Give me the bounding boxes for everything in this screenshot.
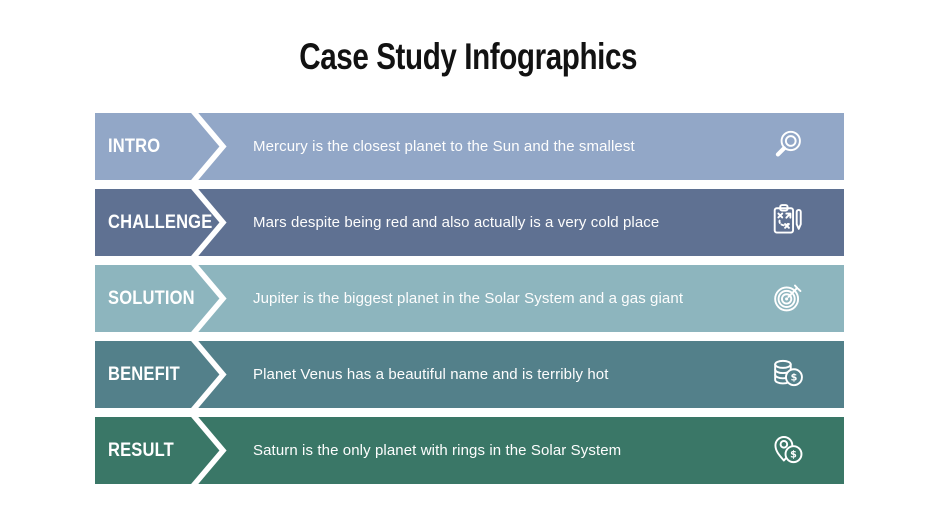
dollar-symbol: $ xyxy=(790,450,797,461)
row-result: RESULT Saturn is the only planet with ri… xyxy=(95,417,844,484)
money-location-pin-icon: $ xyxy=(766,428,810,472)
row-label: CHALLENGE xyxy=(108,211,213,233)
row-description: Mars despite being red and also actually… xyxy=(253,214,660,231)
row-label: SOLUTION xyxy=(108,287,195,309)
infographic-rows: INTRO Mercury is the closest planet to t… xyxy=(95,113,844,493)
row-description: Mercury is the closest planet to the Sun… xyxy=(253,138,635,155)
row-solution: SOLUTION Jupiter is the biggest planet i… xyxy=(95,265,844,332)
coins-dollar-icon: $ xyxy=(766,352,810,396)
row-label: RESULT xyxy=(108,439,174,461)
row-challenge: CHALLENGE Mars despite being red and als… xyxy=(95,189,844,256)
row-label: BENEFIT xyxy=(108,363,180,385)
row-description: Saturn is the only planet with rings in … xyxy=(253,442,622,459)
row-band xyxy=(95,341,844,408)
row-band xyxy=(95,113,844,180)
row-description: Jupiter is the biggest planet in the Sol… xyxy=(253,290,684,307)
row-band xyxy=(95,417,844,484)
title-container: Case Study Infographics xyxy=(0,36,937,78)
row-band xyxy=(95,189,844,256)
dollar-symbol: $ xyxy=(791,373,798,384)
row-band xyxy=(95,265,844,332)
row-benefit: BENEFIT Planet Venus has a beautiful nam… xyxy=(95,341,844,408)
row-description: Planet Venus has a beautiful name and is… xyxy=(253,366,609,383)
target-dart-icon xyxy=(766,276,810,320)
page-title: Case Study Infographics xyxy=(299,36,638,77)
row-label: INTRO xyxy=(108,135,161,157)
row-intro: INTRO Mercury is the closest planet to t… xyxy=(95,113,844,180)
strategy-clipboard-pencil-icon xyxy=(766,200,810,244)
magnifier-search-icon xyxy=(766,124,810,168)
